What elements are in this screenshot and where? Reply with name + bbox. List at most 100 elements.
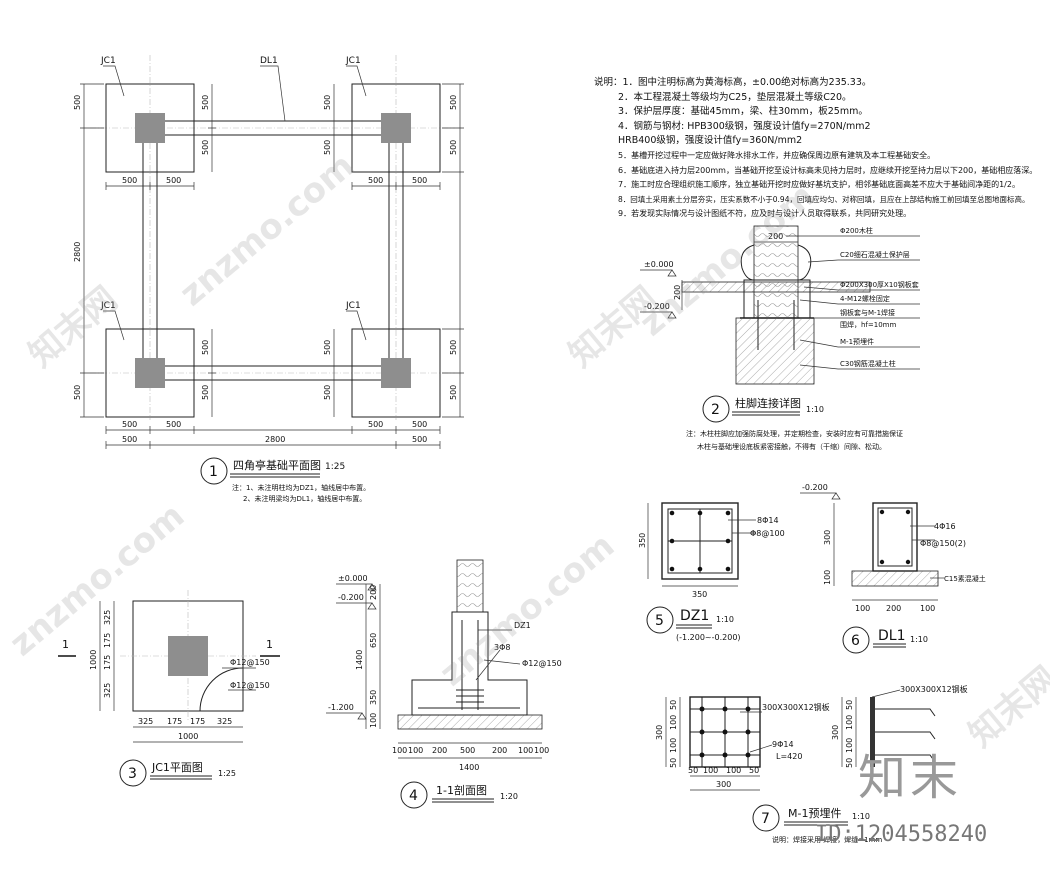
svg-text:1400: 1400	[459, 763, 479, 772]
svg-text:325: 325	[103, 683, 112, 698]
svg-text:100: 100	[726, 766, 741, 775]
svg-text:100: 100	[518, 746, 533, 755]
m1-embed: 300X300X12钢板 9Φ14 L=420 300 50 100 100 5…	[655, 684, 968, 844]
svg-text:1:10: 1:10	[806, 405, 824, 414]
svg-text:350: 350	[638, 533, 647, 548]
note-line: 7．施工时应合理组织施工顺序，独立基础开挖时应做好基坑支护，相邻基础底面高差不应…	[618, 180, 1020, 190]
svg-text:100: 100	[392, 746, 407, 755]
svg-text:175: 175	[103, 633, 112, 648]
note-line: HRB400级钢，强度设计值fy=360N/mm2	[618, 135, 803, 147]
dl1-section: -0.200 4Φ16 Φ8@150(2) C15素混凝土 300 100 10…	[800, 483, 986, 654]
svg-text:注：1、未注明柱均为DZ1，轴线居中布置。: 注：1、未注明柱均为DZ1，轴线居中布置。	[232, 483, 370, 492]
svg-text:50: 50	[669, 700, 678, 710]
svg-text:500: 500	[412, 435, 427, 444]
column-dz1	[168, 636, 208, 676]
svg-text:Φ8@100: Φ8@100	[750, 529, 785, 538]
svg-text:1000: 1000	[178, 732, 198, 741]
label-jc1: JC1	[345, 56, 361, 66]
svg-text:500: 500	[73, 95, 82, 110]
note-line: 2．本工程混凝土等级均为C25，垫层混凝土等级C20。	[618, 91, 852, 103]
svg-text:500: 500	[449, 385, 458, 400]
svg-text:C15素混凝土: C15素混凝土	[944, 574, 986, 583]
detail-title: 柱脚连接详图	[735, 396, 801, 410]
svg-text:300X300X12钢板: 300X300X12钢板	[762, 702, 830, 712]
svg-text:100: 100	[534, 746, 549, 755]
svg-text:500: 500	[323, 340, 332, 355]
svg-text:200: 200	[369, 585, 378, 600]
svg-text:500: 500	[73, 385, 82, 400]
dl1-outline	[872, 502, 918, 572]
column-top	[456, 559, 484, 613]
svg-text:350: 350	[692, 590, 707, 599]
dl1-title: DL1	[878, 628, 906, 644]
column-foot-detail: 200 200 ±0.000 -0.200 Φ200木柱 C20细石混凝土保护层…	[640, 225, 920, 451]
svg-text:500: 500	[201, 95, 210, 110]
m1-title: M-1预埋件	[788, 807, 841, 820]
label-jc1: JC1	[100, 56, 116, 66]
svg-text:300: 300	[823, 530, 832, 545]
svg-text:100: 100	[669, 738, 678, 753]
svg-text:175: 175	[103, 655, 112, 670]
svg-text:1: 1	[62, 638, 69, 651]
note-line: 4．钢筋与钢材: HPB300级钢，强度设计值fy=270N/mm2	[618, 120, 871, 132]
footing-jc1-tr	[351, 83, 441, 173]
svg-text:2: 2	[711, 402, 720, 418]
svg-text:2、未注明梁均为DL1，轴线居中布置。: 2、未注明梁均为DL1，轴线居中布置。	[243, 494, 366, 503]
dz1-title: DZ1	[680, 608, 709, 624]
svg-text:-1.200: -1.200	[328, 703, 354, 712]
svg-text:500: 500	[368, 420, 383, 429]
svg-text:1:10: 1:10	[910, 635, 928, 644]
svg-text:300X300X12钢板: 300X300X12钢板	[900, 684, 968, 694]
footing-jc1-bl	[105, 328, 195, 418]
svg-text:钢板套与M-1焊接: 钢板套与M-1焊接	[840, 308, 895, 317]
svg-text:175: 175	[167, 717, 182, 726]
svg-text:500: 500	[412, 420, 427, 429]
svg-text:500: 500	[323, 140, 332, 155]
svg-text:50: 50	[669, 758, 678, 768]
section-1-1: DZ1 3Φ8 Φ12@150 ±0.000 -0.200 -1.200 140…	[326, 559, 562, 809]
svg-text:500: 500	[412, 176, 427, 185]
svg-text:2800: 2800	[265, 435, 285, 444]
svg-text:325: 325	[217, 717, 232, 726]
svg-text:500: 500	[122, 435, 137, 444]
svg-text:1400: 1400	[355, 650, 364, 670]
svg-text:500: 500	[201, 385, 210, 400]
svg-text:±0.000: ±0.000	[338, 574, 368, 583]
label-jc1: JC1	[100, 301, 116, 311]
svg-text:100: 100	[408, 746, 423, 755]
plan-title: 四角亭基础平面图	[233, 458, 321, 472]
svg-text:500: 500	[166, 420, 181, 429]
svg-text:1:10: 1:10	[852, 812, 870, 821]
svg-text:500: 500	[122, 176, 137, 185]
svg-text:500: 500	[449, 140, 458, 155]
svg-text:500: 500	[201, 340, 210, 355]
svg-text:3Φ8: 3Φ8	[494, 643, 510, 652]
svg-text:175: 175	[190, 717, 205, 726]
svg-text:1: 1	[266, 638, 273, 651]
footing-jc1-br	[351, 328, 441, 418]
title-bubble	[200, 457, 228, 485]
rebar-dots	[669, 510, 731, 572]
svg-text:325: 325	[103, 610, 112, 625]
svg-text:1: 1	[209, 464, 218, 480]
dz1-outline	[661, 502, 739, 580]
svg-text:50: 50	[845, 700, 854, 710]
note-line: 3．保护层厚度：基础45mm，梁、柱30mm，板25mm。	[618, 106, 868, 118]
svg-text:Φ8@150(2): Φ8@150(2)	[920, 539, 966, 548]
svg-text:650: 650	[369, 633, 378, 648]
svg-text:200: 200	[492, 746, 507, 755]
svg-text:350: 350	[369, 690, 378, 705]
svg-text:325: 325	[138, 717, 153, 726]
svg-text:DZ1: DZ1	[514, 621, 531, 630]
svg-text:M-1预埋件: M-1预埋件	[840, 337, 874, 346]
svg-text:300: 300	[831, 725, 840, 740]
svg-text:围焊，hf=10mm: 围焊，hf=10mm	[840, 320, 896, 329]
svg-text:100: 100	[920, 604, 935, 613]
svg-text:500: 500	[460, 746, 475, 755]
svg-text:5: 5	[655, 613, 664, 629]
svg-text:Φ200木柱: Φ200木柱	[840, 226, 873, 235]
svg-text:说明：焊接采用 焊接，焊缝=1mm: 说明：焊接采用 焊接，焊缝=1mm	[772, 835, 882, 844]
svg-text:500: 500	[323, 95, 332, 110]
dz1-section: 8Φ14 Φ8@100 350 350 5 DZ1 1:10 (-1.200~-…	[638, 502, 785, 642]
svg-text:500: 500	[323, 385, 332, 400]
